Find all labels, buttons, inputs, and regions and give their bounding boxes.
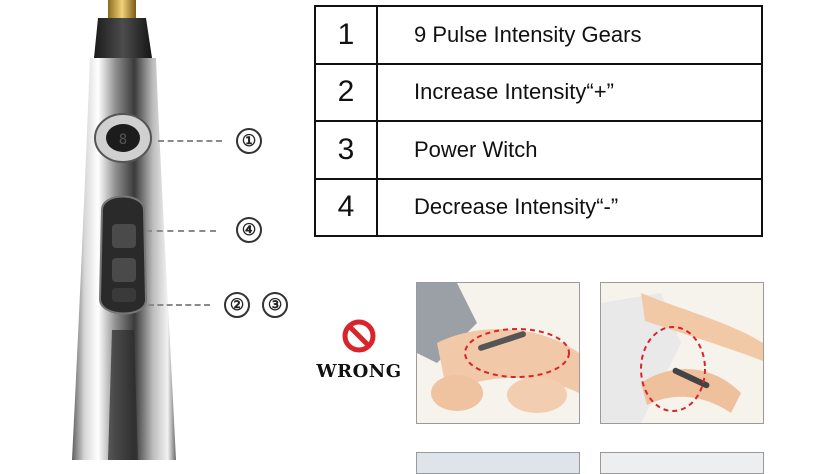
prohibition-icon <box>342 319 376 353</box>
row-description: 9 Pulse Intensity Gears <box>376 5 763 65</box>
wrong-usage-photo-2 <box>600 282 764 424</box>
function-table: 1 9 Pulse Intensity Gears 2 Increase Int… <box>314 5 763 237</box>
brass-tip <box>108 0 136 20</box>
display-screen <box>106 124 140 152</box>
row-description: Increase Intensity“+” <box>376 62 763 122</box>
callout-line-2-3 <box>148 304 210 306</box>
callout-1: ① <box>236 128 262 154</box>
row-number: 4 <box>314 177 378 237</box>
callout-line-1 <box>158 140 222 142</box>
usage-photo-3 <box>416 452 580 474</box>
row-description: Power Witch <box>376 120 763 180</box>
callout-2: ② <box>224 292 250 318</box>
callout-4: ④ <box>236 217 262 243</box>
callout-3: ③ <box>262 292 288 318</box>
power-button <box>112 288 136 302</box>
table-row: 3 Power Witch <box>314 120 763 180</box>
table-row: 2 Increase Intensity“+” <box>314 62 763 122</box>
pen-collar <box>94 18 152 58</box>
table-row: 4 Decrease Intensity“-” <box>314 177 763 237</box>
increase-button <box>112 258 136 282</box>
usage-photo-4 <box>600 452 764 474</box>
acupuncture-pen-illustration: 8 <box>72 0 176 460</box>
wrong-indicator: WRONG <box>310 318 408 382</box>
row-number: 1 <box>314 5 378 65</box>
svg-text:8: 8 <box>119 132 127 148</box>
decrease-button <box>112 224 136 248</box>
row-number: 3 <box>314 120 378 180</box>
table-row: 1 9 Pulse Intensity Gears <box>314 5 763 65</box>
wrong-label: WRONG <box>316 361 402 382</box>
row-number: 2 <box>314 62 378 122</box>
callout-line-4 <box>146 230 216 232</box>
wrong-usage-photo-1 <box>416 282 580 424</box>
row-description: Decrease Intensity“-” <box>376 177 763 237</box>
